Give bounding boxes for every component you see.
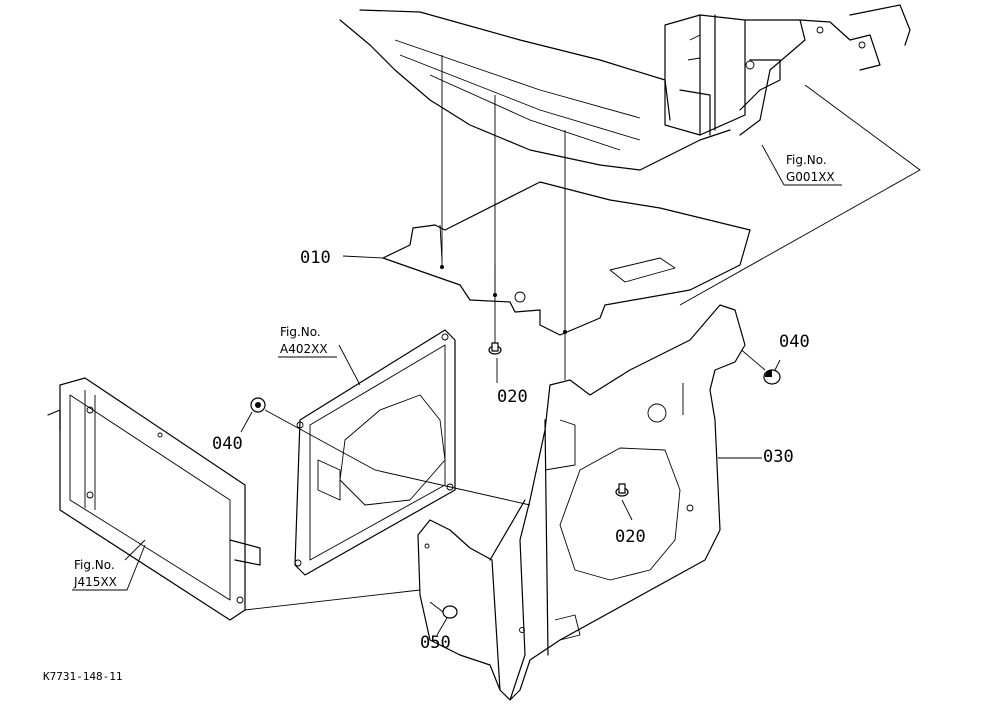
plug-040-left	[250, 397, 266, 413]
leader-020b	[621, 499, 633, 521]
side-panel-030	[417, 304, 746, 701]
callout-010: 010	[300, 248, 331, 268]
callout-040-left: 040	[212, 434, 243, 454]
radiator-j415	[47, 377, 421, 621]
figure-ref-g001-prefix: Fig.No.	[786, 153, 827, 167]
radiator-shroud-a402	[264, 329, 531, 576]
frame-assembly-partial	[339, 4, 921, 306]
figure-ref-a402-code: A402XX	[280, 342, 328, 356]
figure-ref-j415-prefix: Fig.No.	[74, 558, 115, 572]
figure-ref-j415-code: J415XX	[73, 575, 117, 589]
callout-030: 030	[763, 447, 794, 467]
floor-plate-010	[342, 181, 751, 336]
leader-040b	[240, 411, 253, 433]
leader-050	[436, 617, 448, 636]
callout-040-right: 040	[779, 332, 810, 352]
callout-050: 050	[420, 633, 451, 653]
plug-040-right	[763, 369, 781, 385]
callout-020-lower: 020	[615, 527, 646, 547]
figure-ref-j415: Fig.No. J415XX	[72, 544, 146, 591]
fastener-020-lower	[615, 483, 629, 497]
figure-ref-g001-code: G001XX	[786, 170, 835, 184]
bolt-050	[429, 601, 458, 619]
leader-040a	[774, 359, 781, 371]
figure-ref-a402: Fig.No. A402XX	[278, 325, 337, 358]
fastener-020-upper	[488, 342, 502, 355]
figure-ref-g001: Fig.No. G001XX	[761, 144, 842, 186]
drawing-code: K7731-148-11	[43, 670, 122, 683]
callout-020-upper: 020	[497, 387, 528, 407]
figure-ref-a402-prefix: Fig.No.	[280, 325, 321, 339]
